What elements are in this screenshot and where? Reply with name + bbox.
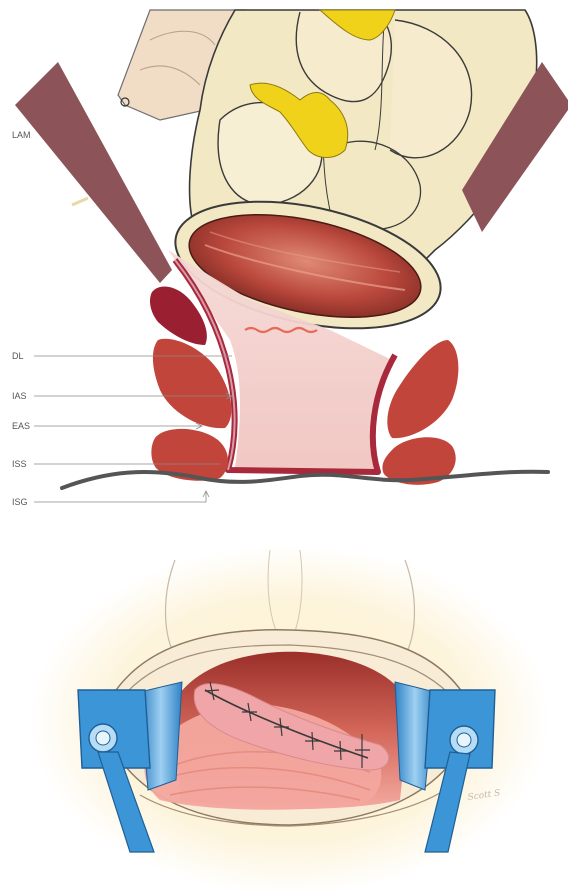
skin-line: [62, 472, 548, 488]
label-ias: IAS: [12, 391, 27, 401]
label-dl: DL: [12, 351, 24, 361]
top-panel: LAM DL IAS EAS ISS ISG: [12, 10, 568, 507]
external-sphincter-left-deep: [153, 339, 231, 428]
label-lam: LAM: [12, 130, 31, 140]
label-eas: EAS: [12, 421, 30, 431]
external-sphincter-right-deep: [387, 340, 458, 438]
bottom-panel: Scott S: [30, 545, 550, 894]
label-isg: ISG: [12, 497, 28, 507]
label-iss: ISS: [12, 459, 27, 469]
